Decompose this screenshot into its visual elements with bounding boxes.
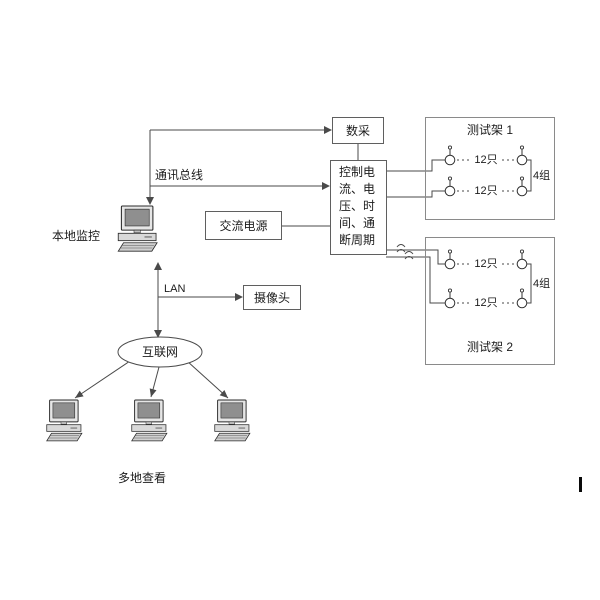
controller-label: 控制电流、电压、时间、通断周期 bbox=[339, 165, 376, 247]
line-break-mark bbox=[404, 256, 414, 260]
lan-label: LAN bbox=[164, 283, 186, 295]
camera-label: 摄像头 bbox=[253, 291, 290, 305]
arrowheads bbox=[75, 126, 332, 398]
internet-cloud bbox=[117, 336, 203, 368]
rack1-row2-count: 12只 bbox=[470, 184, 502, 198]
arrow-to-pc-mid bbox=[149, 388, 157, 397]
internet-label: 互联网 bbox=[141, 345, 178, 359]
daq-box: 数采 bbox=[332, 117, 384, 144]
bus-wires bbox=[74, 129, 359, 399]
arrow-to-pc-left bbox=[75, 390, 84, 398]
rack1-row1-count: 12只 bbox=[470, 153, 502, 167]
ac-power-label: 交流电源 bbox=[219, 219, 268, 233]
multi-view-label: 多地查看 bbox=[118, 471, 167, 485]
rack2-row2-count: 12只 bbox=[470, 296, 502, 310]
line-break-mark bbox=[396, 249, 406, 253]
remote-computer-icon bbox=[131, 399, 168, 442]
daq-label: 数采 bbox=[345, 124, 370, 138]
arrow-to-local-monitor bbox=[146, 197, 154, 205]
arrow-up-to-pc bbox=[154, 262, 162, 270]
stray-mark bbox=[579, 477, 582, 492]
rack2-group-label: 4组 bbox=[533, 278, 551, 290]
rack1-box bbox=[425, 117, 555, 220]
rack1-group-label: 4组 bbox=[533, 170, 551, 182]
arrow-to-daq bbox=[324, 126, 332, 134]
rack2-box bbox=[425, 237, 555, 365]
arrow-to-camera bbox=[235, 293, 243, 301]
line-break-mark bbox=[396, 244, 406, 248]
camera-box: 摄像头 bbox=[243, 285, 301, 310]
remote-computer-icon bbox=[214, 399, 251, 442]
local-monitor-label: 本地监控 bbox=[52, 229, 101, 243]
rack1-title: 测试架 1 bbox=[466, 123, 513, 137]
rack2-wires bbox=[386, 244, 532, 304]
arrow-to-controller bbox=[322, 182, 330, 190]
arrow-to-internet bbox=[154, 330, 162, 338]
line-break-mark bbox=[404, 251, 414, 255]
ac-power-box: 交流电源 bbox=[205, 211, 282, 240]
rack2-row1-count: 12只 bbox=[470, 257, 502, 271]
bus-label: 通讯总线 bbox=[155, 168, 204, 182]
rack1-wires bbox=[386, 159, 532, 198]
rack2-title: 测试架 2 bbox=[466, 340, 513, 354]
remote-computer-icon bbox=[46, 399, 83, 442]
local-monitor-computer-icon bbox=[117, 205, 158, 252]
controller-box: 控制电流、电压、时间、通断周期 bbox=[330, 160, 387, 255]
arrow-to-pc-right bbox=[219, 390, 228, 398]
